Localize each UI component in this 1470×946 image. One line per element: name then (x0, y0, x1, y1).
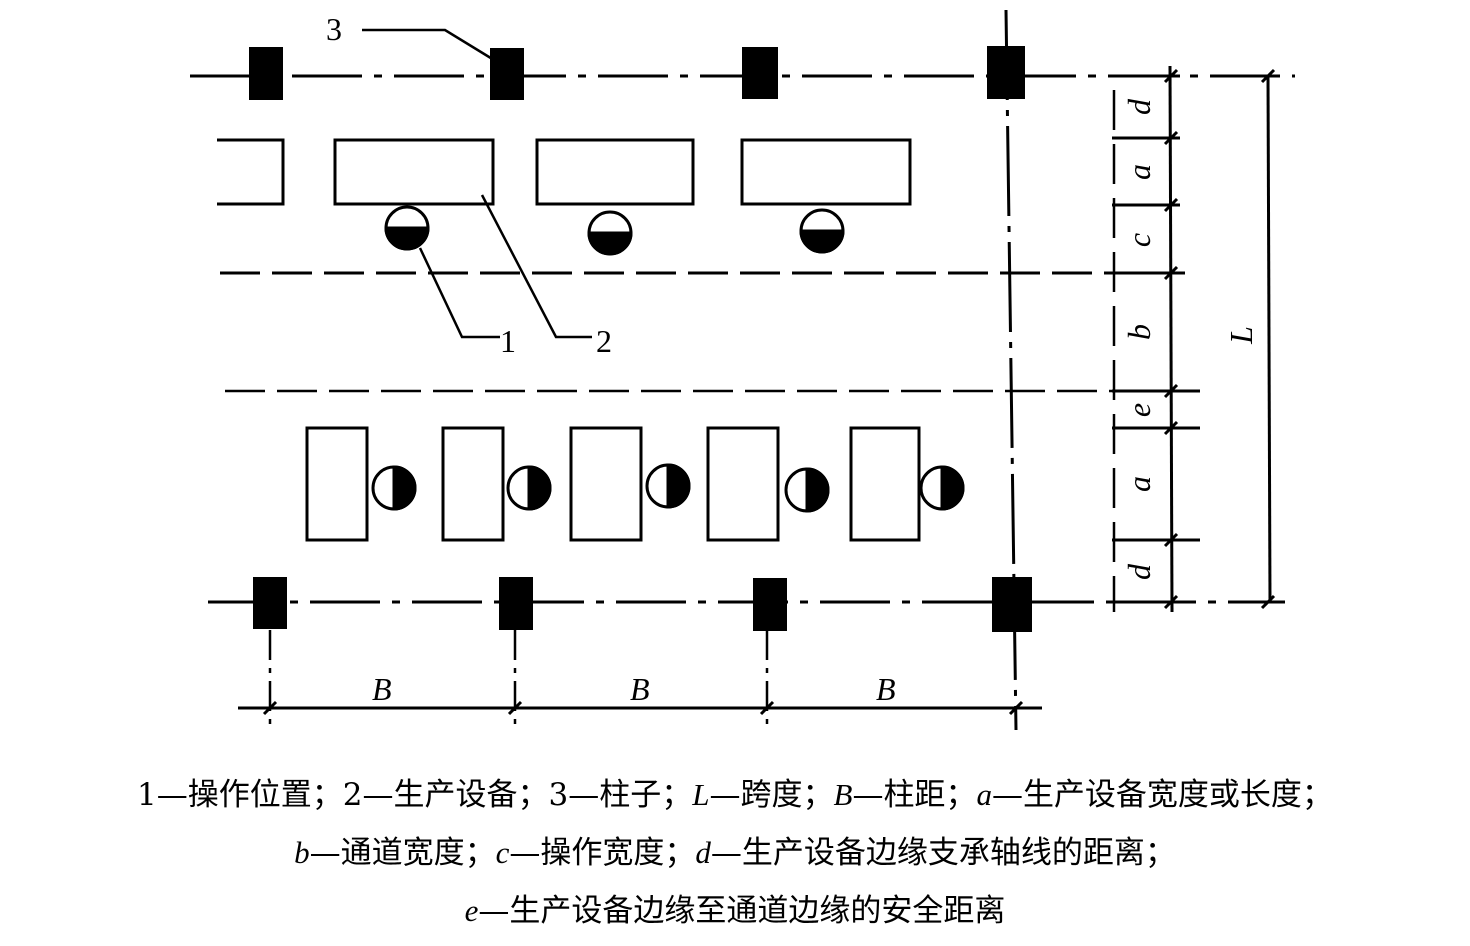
dim-label-a-top: a (1121, 164, 1157, 180)
legend-key: 3 (548, 777, 569, 813)
equipment-top-partial (213, 138, 285, 206)
legend-text: —生产设备边缘至通道边缘的安全距离 (478, 893, 1006, 929)
legend-text: —生产设备宽度或长度； (991, 777, 1333, 813)
bay-label-2: B (630, 671, 650, 707)
callout-label-3: 3 (326, 11, 342, 47)
column-top-4 (987, 46, 1025, 99)
legend-text: —操作位置； (156, 777, 343, 813)
legend-line-1: 1—操作位置；2—生产设备；3—柱子；L—跨度；B—柱距；a—生产设备宽度或长度… (0, 766, 1470, 824)
dimension-chain-line (1168, 65, 1174, 613)
legend-line-3: e—生产设备边缘至通道边缘的安全距离 (0, 882, 1470, 940)
leader-line-1 (418, 247, 500, 339)
dim-label-e: e (1121, 403, 1157, 417)
dim-label-a-bottom: a (1121, 476, 1157, 492)
equipment-top-3 (740, 138, 912, 206)
legend-text: —生产设备边缘支承轴线的距离； (710, 835, 1176, 871)
column-bottom-3 (753, 578, 787, 631)
legend-key: a (976, 777, 992, 812)
operator-position-bottom-5 (919, 465, 965, 511)
leader-line-3 (362, 28, 495, 62)
callout-label-2: 2 (596, 323, 612, 359)
legend-key: b (294, 835, 310, 870)
column-bottom-2 (499, 577, 533, 630)
legend-key: 1 (137, 777, 157, 813)
legend-key: L (692, 777, 710, 812)
legend-text: —生产设备； (362, 777, 549, 813)
legend-text: —柱子； (568, 777, 693, 813)
equipment-bottom-1 (305, 426, 369, 542)
operator-position-top-2 (587, 210, 633, 256)
operator-position-bottom-3 (645, 463, 691, 509)
bay-label-1: B (372, 671, 392, 707)
callout-label-1: 1 (500, 323, 516, 359)
column-bottom-1 (253, 577, 287, 629)
operator-position-bottom-4 (784, 467, 830, 513)
legend-key: B (833, 777, 853, 812)
equipment-top-1 (333, 138, 495, 206)
operator-position-top-1 (384, 205, 430, 251)
legend-key: 2 (342, 777, 363, 813)
legend-text: —柱距； (852, 777, 977, 813)
dim-label-d-bottom: d (1121, 563, 1157, 580)
dim-label-c: c (1121, 233, 1157, 247)
equipment-bottom-4 (706, 426, 780, 542)
span-label: L (1223, 326, 1259, 345)
legend-text: —操作宽度； (509, 835, 696, 871)
column-top-2 (490, 48, 524, 100)
operator-position-bottom-1 (371, 465, 417, 511)
legend-text: —通道宽度； (309, 835, 496, 871)
equipment-bottom-2 (441, 426, 505, 542)
leader-line-2 (480, 194, 592, 339)
legend-key: d (695, 835, 711, 870)
legend-text: —跨度； (709, 777, 834, 813)
column-top-1 (249, 47, 283, 100)
legend-key: c (495, 835, 510, 870)
dim-label-b: b (1121, 324, 1157, 340)
equipment-bottom-5 (849, 426, 921, 542)
column-top-3 (742, 47, 778, 99)
equipment-bottom-3 (569, 426, 643, 542)
operator-position-top-3 (799, 208, 845, 254)
dim-label-d-top: d (1121, 98, 1157, 115)
legend-line-2: b—通道宽度；c—操作宽度；d—生产设备边缘支承轴线的距离； (0, 824, 1470, 882)
operator-position-bottom-2 (506, 465, 552, 511)
equipment-layout-diagram: 1 2 3 B B B L d a c b e a d (190, 9, 1295, 731)
span-dimension-line (1266, 75, 1272, 603)
equipment-top-2 (535, 138, 695, 206)
column-bottom-4 (992, 577, 1032, 632)
legend-key: e (464, 893, 479, 928)
bay-label-3: B (876, 671, 896, 707)
